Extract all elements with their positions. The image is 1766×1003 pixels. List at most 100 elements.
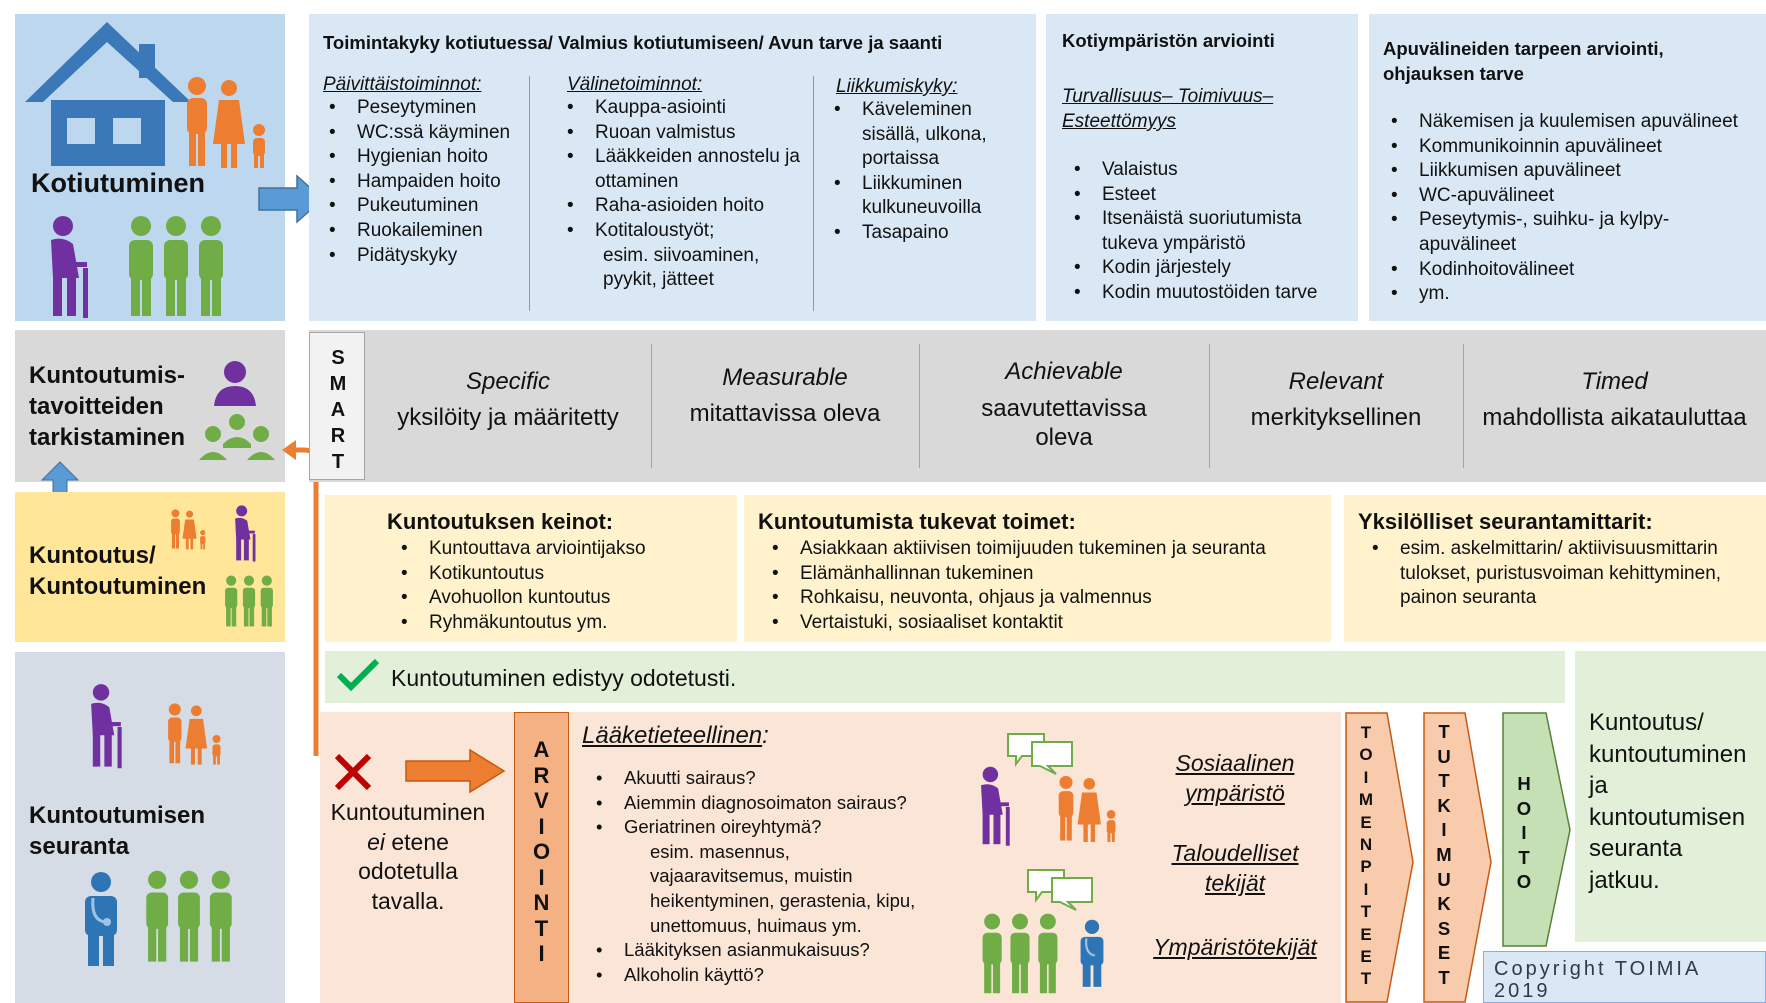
list-item: Vertaistuki, sosiaaliset kontaktit bbox=[772, 611, 1328, 636]
list-item: WC:ssä käyminen bbox=[329, 121, 553, 146]
vertical-letter: E bbox=[1360, 947, 1372, 967]
smart-measurable: Measurable mitattavissa oleva bbox=[689, 364, 881, 427]
vertical-letter: K bbox=[1437, 893, 1451, 915]
smart-letter: R bbox=[330, 425, 346, 447]
failure-text: Kuntoutuminen ei etene odotetulla tavall… bbox=[330, 799, 486, 914]
vertical-letter: R bbox=[533, 762, 550, 788]
family-icon bbox=[187, 77, 265, 168]
vertical-letter: E bbox=[1437, 942, 1451, 964]
vertical-letter: H bbox=[1517, 773, 1531, 794]
vertical-letter: T bbox=[1438, 770, 1450, 792]
list-item: Tasapaino bbox=[834, 221, 1026, 246]
checkmark-icon bbox=[336, 658, 380, 692]
success-bar: Kuntoutuminen edistyy odotetusti. bbox=[325, 651, 1565, 703]
vertical-letter: I bbox=[538, 864, 545, 890]
vertical-letter: U bbox=[1437, 868, 1451, 890]
vertical-letter: O bbox=[1516, 797, 1532, 819]
keinot-panel: Kuntoutuksen keinot: Kuntouttava arvioin… bbox=[325, 495, 737, 642]
vertical-letter: S bbox=[1437, 917, 1451, 939]
tukevat-title: Kuntoutumista tukevat toimet: bbox=[758, 509, 1076, 534]
koti-title: Kotiympäristön arviointi bbox=[1062, 30, 1275, 51]
elderly-person-icon bbox=[51, 216, 88, 318]
divider bbox=[529, 76, 530, 311]
stage-kotiutuminen: Kotiutuminen bbox=[15, 14, 325, 321]
vertical-letter: I bbox=[1441, 819, 1447, 841]
stage-title-kotiutuminen: Kotiutuminen bbox=[31, 168, 205, 198]
vertical-letter: P bbox=[1360, 857, 1372, 877]
elderly-person-icon-2 bbox=[91, 684, 122, 769]
col3-heading: Liikkumiskyky: bbox=[836, 76, 958, 97]
divider bbox=[813, 76, 814, 311]
doctor-icon bbox=[85, 872, 117, 966]
list-item: Rohkaisu, neuvonta, ohjaus ja valmennus bbox=[772, 586, 1328, 611]
list-item: Pukeutuminen bbox=[329, 194, 553, 219]
list-item: Kodin järjestely bbox=[1074, 256, 1354, 281]
tukevat-panel: Kuntoutumista tukevat toimet: Asiakkaan … bbox=[744, 495, 1331, 642]
list-item: Kodinhoitovälineet bbox=[1391, 258, 1763, 283]
group-small-icon bbox=[225, 575, 273, 627]
speech-bubbles-icon-2 bbox=[1027, 869, 1093, 911]
vertical-letter: K bbox=[1437, 794, 1451, 816]
vertical-letter: T bbox=[1360, 969, 1372, 989]
success-text: Kuntoutuminen edistyy odotetusti. bbox=[391, 665, 737, 691]
vertical-letter: I bbox=[1521, 822, 1527, 844]
smart-letter: A bbox=[330, 399, 346, 421]
list-item: ym. bbox=[1391, 282, 1763, 307]
list-item: Käveleminen sisällä, ulkona, portaissa bbox=[834, 98, 1026, 172]
apuvalineet-title: Apuvälineiden tarpeen arviointi, ohjauks… bbox=[1383, 38, 1664, 84]
laake-block: Lääketieteellinen: Akuutti sairaus? Aiem… bbox=[582, 720, 982, 987]
vertical-letter: T bbox=[1438, 966, 1450, 988]
house-icon bbox=[25, 22, 191, 166]
family-icon-2 bbox=[168, 703, 221, 765]
step-toimenpiteet-chevron bbox=[1345, 712, 1414, 1003]
list-item: Kotitaloustyöt; bbox=[567, 219, 807, 244]
vertical-letter: N bbox=[533, 890, 550, 915]
vertical-letter: V bbox=[534, 788, 549, 813]
col2-list: Kauppa-asiointi Ruoan valmistus Lääkkeid… bbox=[567, 96, 807, 244]
doctor-icon-2 bbox=[1080, 919, 1104, 987]
list-item: Kauppa-asiointi bbox=[567, 96, 807, 121]
list-item: Lääkityksen asianmukaisuus? bbox=[596, 938, 982, 963]
laake-list-top: Akuutti sairaus? Aiemmin diagnosoimaton … bbox=[582, 766, 982, 840]
arrow-right-icon-2 bbox=[405, 748, 506, 794]
toimintakyky-col3: Liikkumiskyky: Käveleminen sisällä, ulko… bbox=[834, 76, 1026, 246]
col1-heading: Päivittäistoiminnot: bbox=[323, 74, 482, 95]
vertical-letter: M bbox=[1358, 790, 1374, 810]
col2-note: esim. siivoaminen, pyykit, jätteet bbox=[603, 244, 760, 291]
list-item: Raha-asioiden hoito bbox=[567, 194, 807, 219]
family-small-icon bbox=[171, 509, 206, 550]
list-item: WC-apuvälineet bbox=[1391, 184, 1763, 209]
smart-letters: S M A R T bbox=[309, 332, 365, 480]
list-item: Ruoan valmistus bbox=[567, 121, 807, 146]
apuvalineet-panel: Apuvälineiden tarpeen arviointi, ohjauks… bbox=[1369, 14, 1766, 321]
group-icon-3 bbox=[982, 913, 1058, 994]
list-item: Liikkumisen apuvälineet bbox=[1391, 159, 1763, 184]
smart-specific: Specific yksilöity ja määritetty bbox=[397, 368, 619, 431]
person-icon bbox=[214, 361, 256, 406]
col2-heading: Välinetoiminnot: bbox=[567, 74, 703, 95]
step-hoito-chevron bbox=[1502, 712, 1571, 947]
smart-timed: Timed mahdollista aikatauluttaa bbox=[1482, 368, 1747, 431]
list-item: Valaistus bbox=[1074, 158, 1354, 183]
koti-list: Valaistus Esteet Itsenäistä suoriutumist… bbox=[1062, 158, 1354, 306]
vertical-letter: T bbox=[534, 915, 549, 941]
team-icon bbox=[199, 414, 275, 460]
list-item: Hygienian hoito bbox=[329, 145, 553, 170]
factor-ymparisto: Ympäristötekijät bbox=[1153, 934, 1317, 960]
vertical-letter: E bbox=[1360, 924, 1372, 944]
vertical-letter: T bbox=[1360, 902, 1372, 922]
col1-list: Peseytyminen WC:ssä käyminen Hygienian h… bbox=[323, 96, 553, 268]
toimintakyky-col1: Päivittäistoiminnot: Peseytyminen WC:ssä… bbox=[323, 74, 553, 268]
group-icon bbox=[129, 216, 223, 316]
keinot-list: Kuntouttava arviointijakso Kotikuntoutus… bbox=[387, 537, 727, 635]
list-item: Ryhmäkuntoutus ym. bbox=[401, 611, 727, 636]
